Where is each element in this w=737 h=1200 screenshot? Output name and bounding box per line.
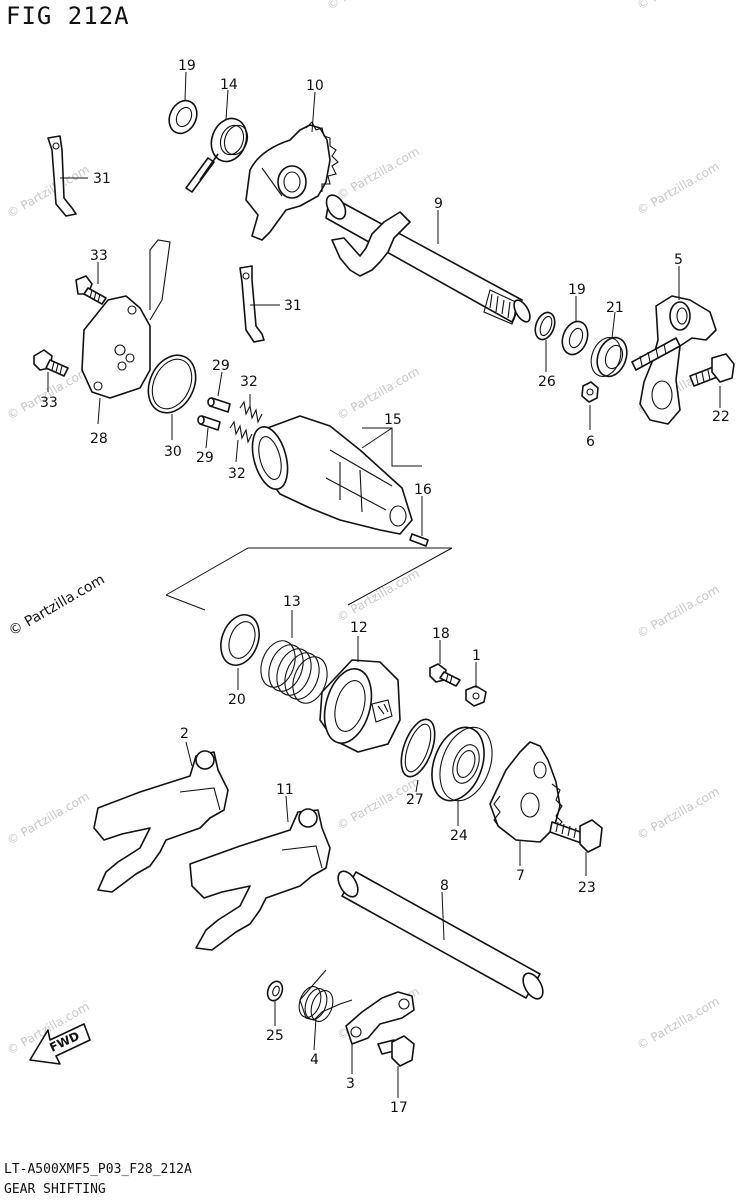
- callout-15: 15: [384, 412, 402, 428]
- leader-lines: [47, 71, 721, 1098]
- callout-32b: 32: [228, 466, 246, 482]
- callout-20: 20: [228, 692, 246, 708]
- callout-19b: 19: [568, 282, 586, 298]
- watermark: © Partzilla.com: [335, 364, 422, 422]
- part-28-gearshift-cover[interactable]: [81, 239, 171, 399]
- part-11-gearshift-fork[interactable]: [189, 808, 331, 951]
- callout-33b: 33: [40, 395, 58, 411]
- callout-25: 25: [266, 1028, 284, 1044]
- part-2-gearshift-fork[interactable]: [93, 750, 229, 893]
- watermark-bold: © Partzilla.com: [6, 572, 108, 640]
- watermark: © Partzilla.com: [635, 784, 722, 842]
- callout-32a: 32: [240, 374, 258, 390]
- part-9-gearshift-shaft[interactable]: [323, 192, 534, 325]
- callout-12: 12: [350, 620, 368, 636]
- part-20-washer[interactable]: [214, 609, 266, 670]
- watermark: © Partzilla.com: [635, 994, 722, 1052]
- part-13-stopper-spring[interactable]: [255, 636, 333, 708]
- callout-31a: 31: [93, 171, 111, 187]
- callout-14: 14: [220, 77, 238, 93]
- callout-numbers: 19 14 10 9 5 19 21 22 6 26 31 31 33 33 2…: [40, 58, 730, 1116]
- callout-31b: 31: [284, 298, 302, 314]
- callout-11: 11: [276, 782, 294, 798]
- callout-8: 8: [440, 878, 449, 894]
- callout-7: 7: [516, 868, 525, 884]
- callout-29a: 29: [212, 358, 230, 374]
- watermark: © Partzilla.com: [635, 0, 722, 13]
- watermark: © Partzilla.com: [325, 0, 412, 13]
- part-23-bolt[interactable]: [549, 819, 603, 853]
- part-16-cam-pin[interactable]: [409, 533, 429, 547]
- watermark: © Partzilla.com: [635, 582, 722, 640]
- callout-5: 5: [674, 252, 683, 268]
- callout-30: 30: [164, 444, 182, 460]
- callout-16: 16: [414, 482, 432, 498]
- part-27-circlip[interactable]: [395, 715, 442, 781]
- callout-17: 17: [390, 1100, 408, 1116]
- watermark: © Partzilla.com: [335, 566, 422, 624]
- part-7-gearshift-cam-stopper[interactable]: [489, 741, 563, 843]
- callout-23: 23: [578, 880, 596, 896]
- watermark: © Partzilla.com: [5, 789, 92, 847]
- part-25-washer[interactable]: [265, 979, 285, 1003]
- part-29-shift-pin-upper[interactable]: [207, 397, 231, 413]
- part-33-bolt-lower[interactable]: [33, 349, 69, 377]
- part-3-stopper-lever[interactable]: [345, 991, 415, 1045]
- assembly-outline: [165, 547, 453, 611]
- watermark: © Partzilla.com: [635, 159, 722, 217]
- part-4-stopper-spring[interactable]: [295, 969, 353, 1024]
- part-26-circlip[interactable]: [532, 310, 558, 342]
- callout-6: 6: [586, 434, 595, 450]
- callout-29b: 29: [196, 450, 214, 466]
- part-6-nut[interactable]: [581, 381, 599, 403]
- part-32-spring-upper[interactable]: [239, 400, 263, 424]
- part-21-oil-seal[interactable]: [586, 333, 632, 380]
- callout-4: 4: [310, 1052, 319, 1068]
- callout-26: 26: [538, 374, 556, 390]
- callout-21: 21: [606, 300, 624, 316]
- drawing-code: LT-A500XMF5_P03_F28_212A: [4, 1162, 192, 1177]
- part-24-bearing[interactable]: [422, 720, 501, 808]
- callout-19: 19: [178, 58, 196, 74]
- part-12-gearshift-cam-driven[interactable]: [317, 659, 401, 753]
- part-14-return-spring[interactable]: [185, 114, 252, 193]
- part-22-bolt[interactable]: [689, 353, 735, 387]
- part-33-bolt-upper[interactable]: [75, 275, 107, 305]
- part-15-gearshift-cam[interactable]: [246, 415, 413, 535]
- part-32-spring-lower[interactable]: [229, 420, 253, 444]
- callout-10: 10: [306, 78, 324, 94]
- part-10-shift-arm-sector[interactable]: [245, 121, 339, 241]
- callout-27: 27: [406, 792, 424, 808]
- callout-2: 2: [180, 726, 189, 742]
- watermark: © Partzilla.com: [5, 162, 92, 220]
- callout-18: 18: [432, 626, 450, 642]
- part-29-shift-pin-lower[interactable]: [197, 415, 221, 431]
- callout-22: 22: [712, 409, 730, 425]
- part-1-washer-small[interactable]: [465, 685, 487, 707]
- part-31-clamp-top[interactable]: [47, 135, 77, 217]
- part-18-bolt[interactable]: [429, 663, 461, 687]
- part-30-o-ring[interactable]: [139, 348, 204, 421]
- callout-1: 1: [472, 648, 481, 664]
- part-19-washer[interactable]: [164, 96, 202, 138]
- fig-title: FIG 212A: [6, 2, 130, 30]
- callout-33a: 33: [90, 248, 108, 264]
- figure-caption: GEAR SHIFTING: [4, 1182, 106, 1197]
- callout-24: 24: [450, 828, 468, 844]
- callout-13: 13: [283, 594, 301, 610]
- part-8-fork-shaft[interactable]: [334, 868, 547, 1002]
- callout-3: 3: [346, 1076, 355, 1092]
- watermark: © Partzilla.com: [335, 144, 422, 202]
- callout-28: 28: [90, 431, 108, 447]
- part-19-washer-right[interactable]: [558, 318, 592, 358]
- part-5-shift-lever[interactable]: [631, 295, 717, 425]
- part-17-bolt[interactable]: [377, 1035, 415, 1067]
- callout-9: 9: [434, 196, 443, 212]
- part-31-clamp-mid[interactable]: [239, 265, 265, 343]
